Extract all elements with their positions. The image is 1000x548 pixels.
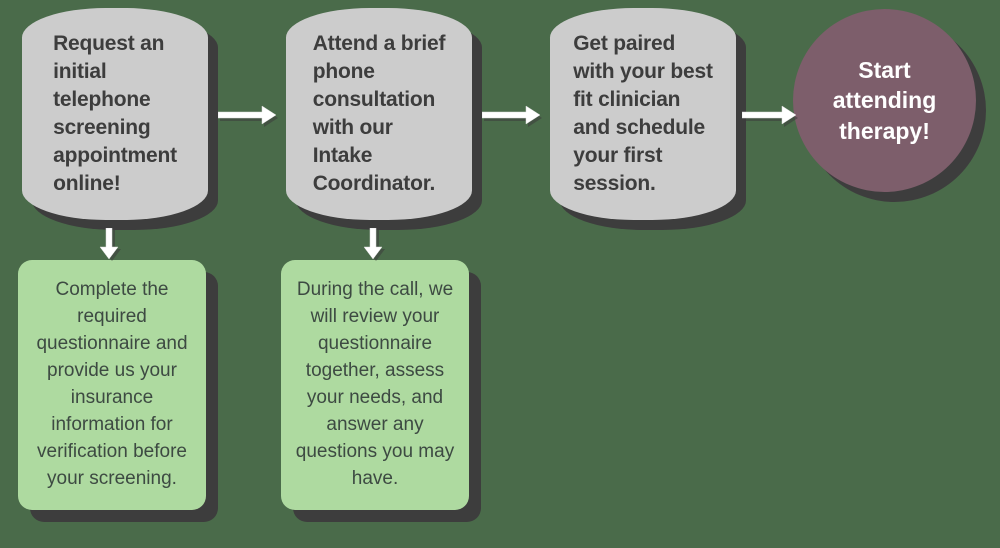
step-1-label: Request an initial telephone screening a… [53,31,177,196]
detail-2-box[interactable]: During the call, we will review your que… [281,260,469,510]
step-2-node[interactable]: Attend a brief phone consultation with o… [286,8,472,220]
step-1-node[interactable]: Request an initial telephone screening a… [22,8,208,220]
arrow-step2-to-detail2-icon [362,228,388,264]
arrow-step2-to-step3-icon [482,104,550,130]
detail-1-box[interactable]: Complete the required questionnaire and … [18,260,206,510]
detail-1-label: Complete the required questionnaire and … [36,279,188,489]
step-4-label: Start attending therapy! [832,56,937,144]
step-4-node[interactable]: Start attending therapy! [793,9,976,192]
detail-2-label: During the call, we will review your que… [295,279,455,489]
step-3-label: Get paired with your best fit clinician … [573,31,713,196]
step-2-label: Attend a brief phone consultation with o… [312,31,446,196]
step-3-node[interactable]: Get paired with your best fit clinician … [550,8,736,220]
arrow-step1-to-detail1-icon [98,228,124,264]
arrow-step3-to-step4-icon [742,104,804,130]
arrow-step1-to-step2-icon [218,104,286,130]
